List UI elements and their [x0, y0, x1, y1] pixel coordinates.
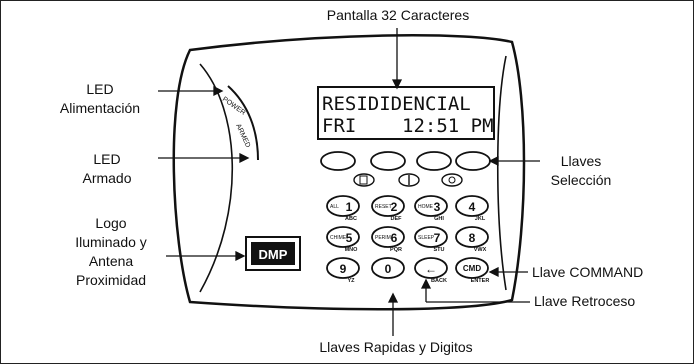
- label-led-power-line1: LED: [86, 81, 114, 97]
- key-sub-label: JKL: [475, 216, 486, 222]
- led-arc: [227, 85, 259, 161]
- select-key-4: [455, 151, 491, 171]
- key-func-label: SLEEP: [418, 235, 435, 241]
- label-logo-line2: Iluminado y: [75, 234, 147, 250]
- key-sub-label: DEF: [391, 216, 403, 222]
- key-sub-label: GHI: [434, 216, 444, 222]
- key-sub-label: ENTER: [471, 278, 490, 284]
- key-sub-label: PQR: [390, 247, 402, 253]
- lcd-line2-day: FRI: [322, 115, 356, 137]
- key-back[interactable]: ← BACK: [414, 257, 448, 284]
- label-led-power-line2: Alimentación: [59, 100, 141, 116]
- key-main-label: 5: [346, 231, 353, 245]
- key-main-label: CMD: [463, 264, 481, 273]
- label-select-keys: Llaves Selección: [538, 152, 624, 190]
- key-main-label: 2: [391, 200, 398, 214]
- key-sub-label: BACK: [431, 278, 447, 284]
- label-led-armed-line1: LED: [93, 151, 121, 167]
- label-led-armed: LED Armado: [62, 150, 152, 188]
- label-command-key: Llave COMMAND: [532, 264, 644, 280]
- key-sub-label: STU: [434, 247, 445, 253]
- label-logo-line1: Logo: [95, 215, 127, 231]
- key-main-label: 3: [434, 200, 441, 214]
- dmp-logo: DMP: [259, 247, 288, 262]
- label-select-keys-line1: Llaves: [560, 153, 602, 169]
- lcd-line2-time: 12:51 PM: [402, 115, 494, 137]
- key-func-label: PERIM: [375, 235, 391, 241]
- housing-inner-left: [199, 63, 234, 293]
- key-0[interactable]: 0: [371, 257, 405, 279]
- key-main-label: 9: [340, 262, 347, 276]
- key-sub-label: VWX: [474, 247, 487, 253]
- key-main-label: 0: [385, 262, 392, 276]
- key-main-label: 6: [391, 231, 398, 245]
- key-sub-label: ABC: [345, 216, 357, 222]
- key-cmd[interactable]: CMD ENTER: [455, 257, 490, 284]
- key-func-label: ALL: [330, 204, 339, 210]
- select-key-2: [370, 151, 406, 171]
- key-main-label: 4: [469, 200, 476, 214]
- key-sub-label: YZ: [347, 278, 355, 284]
- lcd-line1: RESIDIDENCIAL: [322, 93, 471, 115]
- fire-icon: [441, 173, 463, 187]
- key-main-label: ←: [425, 262, 437, 276]
- housing-inner-right: [496, 55, 507, 291]
- label-logo-line4: Proximidad: [75, 272, 147, 288]
- key-func-label: CHIME: [330, 235, 347, 241]
- select-key-3: [416, 151, 452, 171]
- label-back-key: Llave Retroceso: [534, 293, 636, 309]
- label-select-keys-line2: Selección: [550, 172, 612, 188]
- key-sub-label: MNO: [345, 247, 359, 253]
- lcd-screen: [317, 86, 495, 140]
- key-main-label: 7: [434, 231, 441, 245]
- select-key-1: [320, 151, 356, 171]
- label-led-power: LED Alimentación: [40, 80, 160, 118]
- label-led-armed-line2: Armado: [82, 170, 132, 186]
- key-main-label: 1: [346, 200, 353, 214]
- label-display: Pantalla 32 Caracteres: [326, 7, 470, 23]
- key-main-label: 8: [469, 231, 476, 245]
- key-func-label: RESET: [375, 204, 392, 210]
- label-logo-line3: Antena: [88, 253, 134, 269]
- label-logo: Logo Iluminado y Antena Proximidad: [56, 214, 166, 290]
- shield-icon: [353, 173, 375, 187]
- label-quick-keys: Llaves Rapidas y Digitos: [319, 339, 473, 355]
- key-func-label: HOME: [418, 204, 434, 210]
- key-9[interactable]: 9YZ: [326, 257, 360, 284]
